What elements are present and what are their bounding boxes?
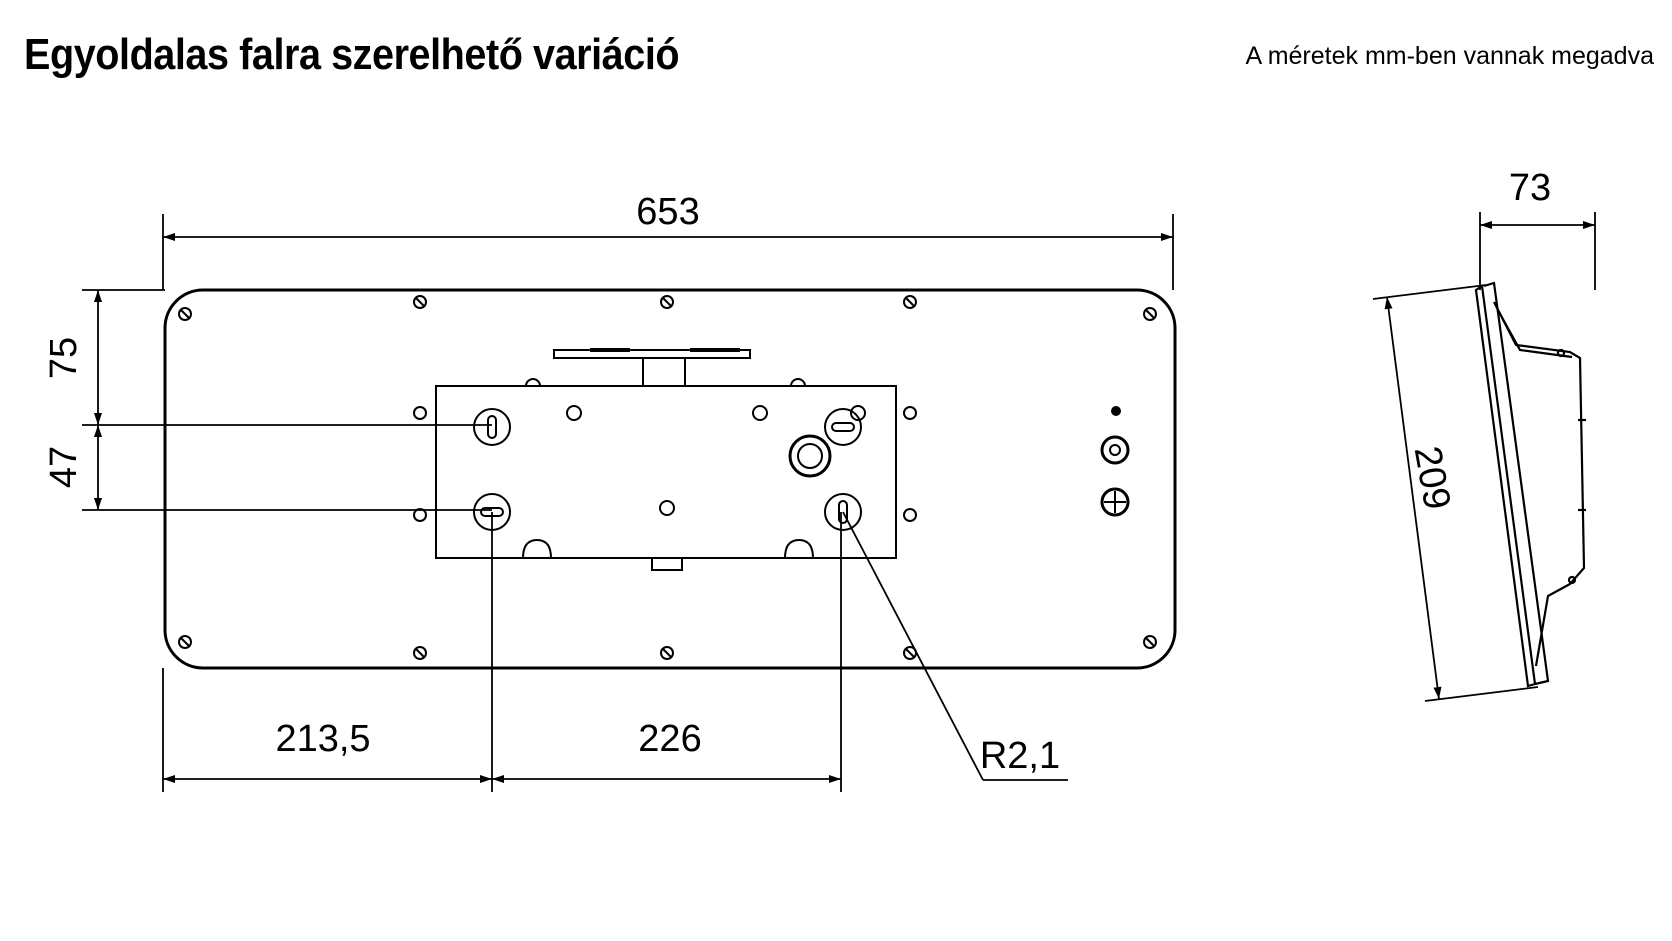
panel-outline (163, 288, 1177, 670)
top-clip (553, 348, 751, 386)
dimension-labels: 653 73 209 75 47 213,5 226 R2,1 (43, 167, 1551, 777)
dim-top-to-hole: 75 (43, 337, 85, 379)
front-view (163, 288, 1177, 670)
mounting-bracket (413, 378, 917, 571)
dimension-lines (82, 212, 1596, 792)
dim-left-to-hole: 213,5 (275, 718, 370, 760)
control-knobs (1100, 406, 1130, 517)
dim-overall-width: 653 (636, 191, 699, 233)
dim-depth: 73 (1509, 167, 1551, 209)
dim-hole-horizontal-spacing: 226 (638, 718, 701, 760)
page-title: Egyoldalas falra szerelhető variáció (24, 30, 680, 79)
dim-hole-vertical-spacing: 47 (43, 446, 85, 488)
side-view (1474, 281, 1586, 688)
keyhole-slots (473, 408, 862, 531)
units-note: A méretek mm-ben vannak megadva (1245, 42, 1654, 70)
dim-hole-radius: R2,1 (980, 735, 1060, 777)
